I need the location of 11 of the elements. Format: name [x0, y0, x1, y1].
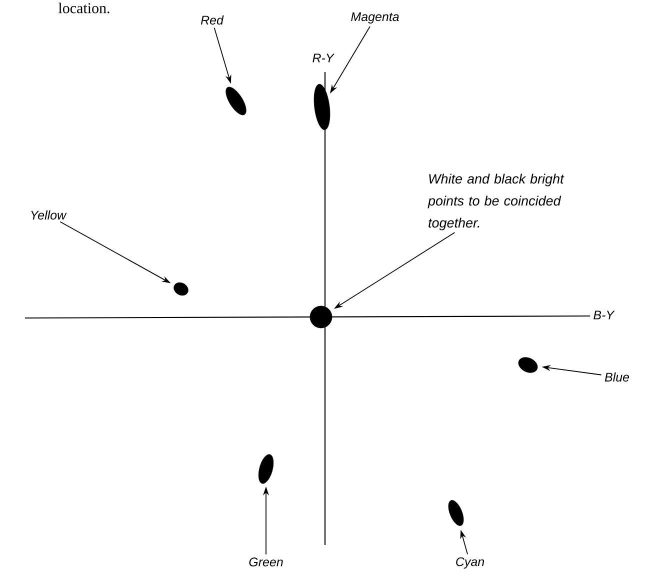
axis-label: B-Y: [594, 310, 615, 320]
axis-label: R-Y: [312, 54, 335, 62]
color-label: Yellow: [31, 210, 67, 220]
color-label: Blue: [604, 372, 630, 382]
color-label: Cyan: [456, 557, 484, 569]
note-text: White and black bright points to be coincided together.: [428, 174, 564, 230]
caption-text: location.: [58, 2, 110, 14]
center-dot: [310, 306, 332, 328]
color-label: Green: [249, 558, 283, 566]
color-label: Magenta: [351, 12, 399, 24]
color-label: Red: [200, 15, 224, 25]
